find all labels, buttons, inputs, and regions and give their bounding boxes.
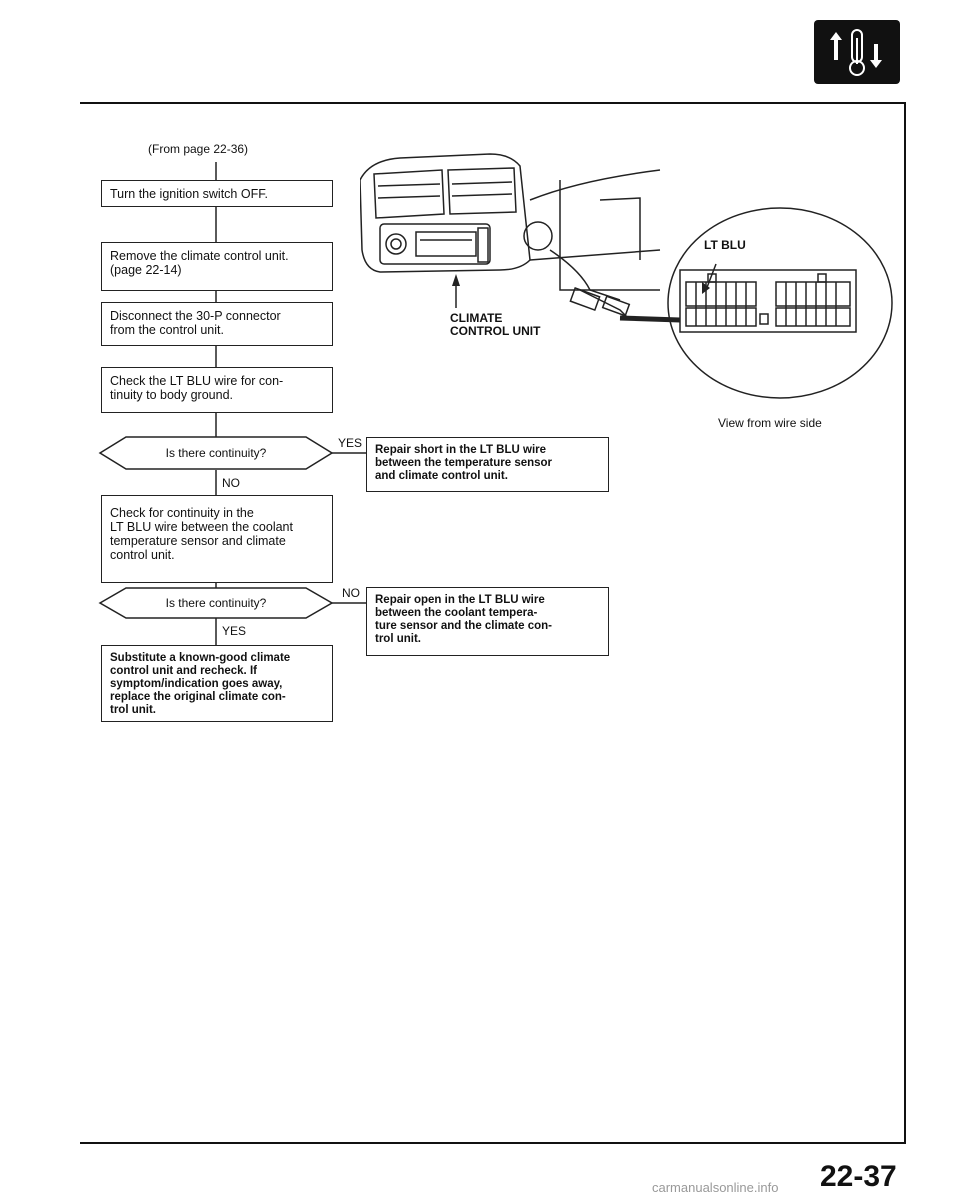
decision-diamond-1 <box>98 436 334 470</box>
repair-open-box: Repair open in the LT BLU wire between t… <box>366 587 609 656</box>
step-text-line: trol unit. <box>110 704 156 716</box>
question-1-no-label: NO <box>222 476 240 490</box>
dashboard-illustration <box>360 153 661 321</box>
from-page-label: (From page 22-36) <box>148 142 249 156</box>
step-text-line: from the control unit. <box>110 323 224 337</box>
step-text-line: trol unit. <box>375 633 421 645</box>
question-2-no-label: NO <box>342 586 360 600</box>
step-text-line: Repair short in the LT BLU wire <box>375 444 547 456</box>
step-text-line: Check for continuity in the <box>110 506 254 520</box>
step-text-line: Disconnect the 30-P connector <box>110 309 281 323</box>
step-text-line: Substitute a known-good climate <box>110 652 291 664</box>
decision-diamond-2 <box>98 587 334 619</box>
thermometer-arrows-icon <box>814 20 900 84</box>
question-1-yes-label: YES <box>338 436 363 450</box>
climate-control-unit-label: CLIMATE CONTROL UNIT <box>450 312 540 338</box>
step-text-line: tinuity to body ground. <box>110 388 233 402</box>
step-text-line: symptom/indication goes away, <box>110 678 283 690</box>
page-frame <box>80 102 906 1144</box>
wire-pointer-icon <box>702 282 710 294</box>
question-2-yes-label: YES <box>222 624 247 638</box>
step-check-ground-continuity: Check the LT BLU wire for con- tinuity t… <box>101 367 333 413</box>
step-text-line: Repair open in the LT BLU wire <box>375 594 545 606</box>
repair-short-box: Repair short in the LT BLU wire between … <box>366 437 609 492</box>
step-text-line: and climate control unit. <box>375 470 508 482</box>
step-text-line: (page 22-14) <box>110 263 182 277</box>
step-substitute-unit: Substitute a known-good climate control … <box>101 645 333 722</box>
step-text-line: control unit. <box>110 548 175 562</box>
arrow-icon <box>452 274 460 286</box>
watermark: carmanualsonline.info <box>652 1180 779 1195</box>
page-number: 22-37 <box>820 1160 897 1193</box>
step-text-line: Remove the climate control unit. <box>110 249 289 263</box>
step-text: Turn the ignition switch OFF. <box>110 187 268 201</box>
view-caption: View from wire side <box>718 416 822 430</box>
connector-view <box>619 207 893 399</box>
question-2-text: Is there continuity? <box>165 596 267 610</box>
step-check-lt-blu-continuity: Check for continuity in the LT BLU wire … <box>101 495 333 583</box>
step-text-line: ture sensor and the climate con- <box>375 620 553 632</box>
step-text-line: replace the original climate con- <box>110 691 286 703</box>
step-text-line: Check the LT BLU wire for con- <box>110 374 284 388</box>
step-text-line: between the temperature sensor <box>375 457 553 469</box>
step-text-line: between the coolant tempera- <box>375 607 538 619</box>
step-turn-ignition-off: Turn the ignition switch OFF. <box>101 180 333 207</box>
step-remove-control-unit: Remove the climate control unit. (page 2… <box>101 242 333 291</box>
question-1-text: Is there continuity? <box>165 446 267 460</box>
step-text-line: control unit and recheck. If <box>110 665 257 677</box>
step-text-line: LT BLU wire between the coolant <box>110 520 293 534</box>
step-text-line: temperature sensor and climate <box>110 534 286 548</box>
label-line: CONTROL UNIT <box>450 324 541 338</box>
label-line: CLIMATE <box>450 311 503 325</box>
step-disconnect-connector: Disconnect the 30-P connector from the c… <box>101 302 333 346</box>
lt-blu-label: LT BLU <box>704 238 746 252</box>
